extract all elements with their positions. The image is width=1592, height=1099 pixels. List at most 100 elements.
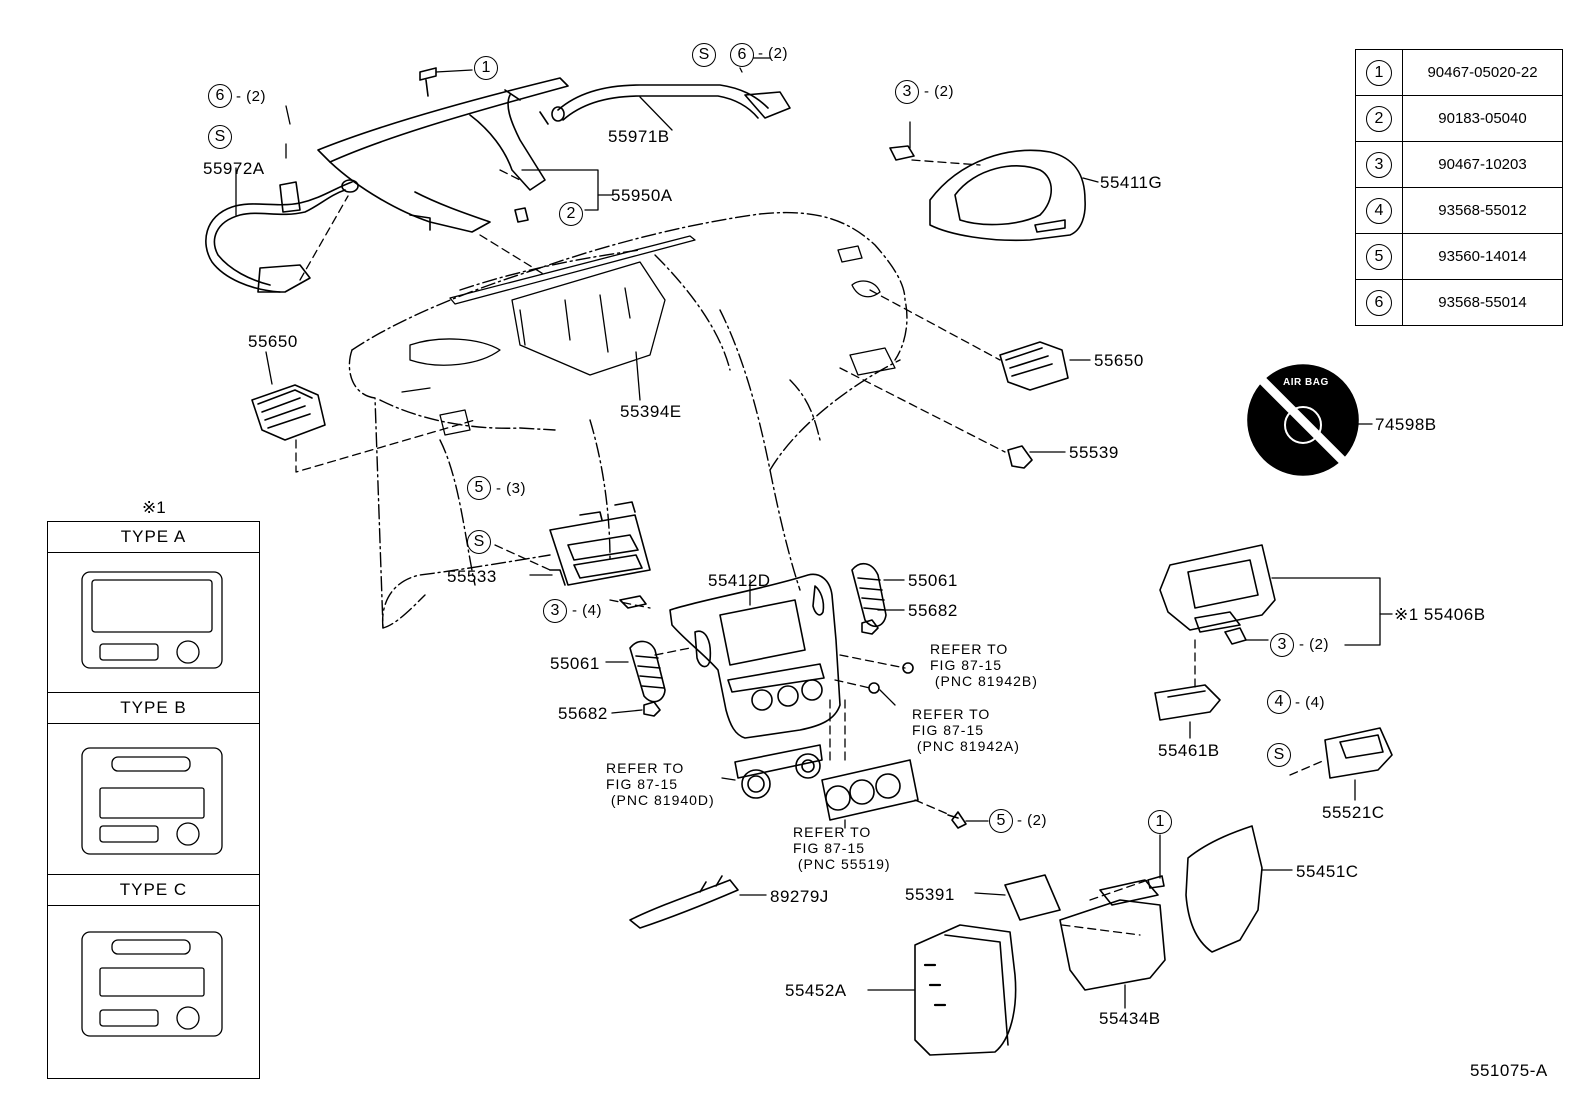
ref-81942B[interactable]: REFER TO FIG 87-15 (PNC 81942B) [930,641,1038,689]
screw-5-low [947,811,967,829]
qty-6-left: - (2) [236,88,266,105]
clip-3-right [1224,627,1247,645]
airbag-badge-icon [1247,364,1359,476]
label-55061-left[interactable]: 55061 [550,654,600,673]
parts-key-cell: 4 [1355,187,1403,234]
airbag-badge-text: AIR BAG [1283,377,1329,388]
type-variants-panel: TYPE A TYPE B TYPE C [47,521,260,1079]
lid-55391 [1004,874,1061,921]
ref-81940D[interactable]: REFER TO FIG 87-15 (PNC 81940D) [606,760,715,808]
label-55682-left[interactable]: 55682 [558,704,608,723]
label-55406B[interactable]: ※1 55406B [1394,605,1486,624]
callout-3-top[interactable]: 3 [895,80,919,104]
label-89279J[interactable]: 89279J [770,887,829,906]
qty-3-mid: - (4) [572,602,602,619]
callout-3-right[interactable]: 3 [1270,633,1294,657]
parts-key-circle: 1 [1366,59,1392,86]
label-55682-top[interactable]: 55682 [908,601,958,620]
label-55394E[interactable]: 55394E [620,402,682,421]
label-55971B[interactable]: 55971B [608,127,670,146]
parts-key-cell: 6 [1355,279,1403,326]
type-a-header: TYPE A [48,522,259,553]
label-55061-top[interactable]: 55061 [908,571,958,590]
label-55412D[interactable]: 55412D [708,571,771,590]
callout-s-mid[interactable]: S [467,530,491,554]
label-55451C[interactable]: 55451C [1296,862,1359,881]
screw-1-top [419,67,437,97]
left-vent-55650 [251,384,326,441]
instrument-panel-outline [348,211,908,629]
divider [48,874,259,875]
parts-number-cell[interactable]: 93560-14014 [1402,233,1563,280]
parts-key-circle: 6 [1366,289,1392,316]
cover-55451C [1185,825,1263,953]
callout-s-top[interactable]: S [692,43,716,67]
callout-5-low[interactable]: 5 [989,809,1013,833]
center-register-55533 [549,501,651,586]
center-cluster-55412D [669,573,841,739]
callout-s-left[interactable]: S [208,125,232,149]
label-55411G[interactable]: 55411G [1100,173,1163,192]
callout-s-right[interactable]: S [1267,743,1291,767]
clip-2 [514,207,529,223]
tray-55461B [1154,684,1221,721]
label-55461B[interactable]: 55461B [1158,741,1220,760]
label-55539[interactable]: 55539 [1069,443,1119,462]
upper-trim-55950A [317,77,569,233]
label-74598B[interactable]: 74598B [1375,415,1437,434]
right-duct-55971B [551,84,791,122]
label-55452A[interactable]: 55452A [785,981,847,1000]
callout-6-left[interactable]: 6 [208,84,232,108]
type-b-thumbnail [81,747,223,855]
callout-4-right[interactable]: 4 [1267,690,1291,714]
callout-3-mid[interactable]: 3 [543,599,567,623]
qty-6-top: - (2) [758,45,788,62]
qty-5-low: - (2) [1017,812,1047,829]
nut-55682-left [643,701,661,717]
qty-5-mid: - (3) [496,480,526,497]
divider [48,692,259,693]
parts-number-cell[interactable]: 93568-55014 [1402,279,1563,326]
side-vent-55061-left [629,640,666,703]
callout-1-low[interactable]: 1 [1148,810,1172,834]
heater-control-55519 [821,759,919,821]
parts-number-cell[interactable]: 90467-05020-22 [1402,49,1563,96]
parts-number-cell[interactable]: 90467-10203 [1402,141,1563,188]
label-55950A[interactable]: 55950A [611,186,673,205]
panel-55406B [1159,544,1276,633]
ref-81942A[interactable]: REFER TO FIG 87-15 (PNC 81942A) [912,706,1020,754]
parts-key-cell: 5 [1355,233,1403,280]
parts-number-cell[interactable]: 93568-55012 [1402,187,1563,234]
type-a-thumbnail [81,571,223,669]
label-55521C[interactable]: 55521C [1322,803,1385,822]
ref-55519[interactable]: REFER TO FIG 87-15 (PNC 55519) [793,824,891,872]
trim-89279J [629,879,739,929]
callout-1-top[interactable]: 1 [474,56,498,80]
qty-3-right: - (2) [1299,636,1329,653]
lower-panel-55434B [1059,879,1166,991]
diagram-id: 551075-A [1470,1061,1548,1080]
left-duct-55972A [205,179,359,293]
callout-5-mid[interactable]: 5 [467,476,491,500]
label-55650-left[interactable]: 55650 [248,332,298,351]
callout-2[interactable]: 2 [559,202,583,226]
label-55391[interactable]: 55391 [905,885,955,904]
label-55972A[interactable]: 55972A [203,159,265,178]
right-vent-55650 [999,341,1069,391]
parts-number-cell[interactable]: 90183-05040 [1402,95,1563,142]
side-vent-55061-top [851,562,887,628]
meter-hood-55411G [929,149,1086,242]
label-55434B[interactable]: 55434B [1099,1009,1161,1028]
nut-55682-top [861,619,879,635]
label-55650-right[interactable]: 55650 [1094,351,1144,370]
qty-4-right: - (4) [1295,694,1325,711]
leader-lines [235,57,1393,1009]
type-c-thumbnail [81,931,223,1037]
switch-panel-81940D [734,744,823,799]
callout-6-top[interactable]: 6 [730,43,754,67]
ref-ring-81942B [902,662,914,674]
label-55533[interactable]: 55533 [447,567,497,586]
